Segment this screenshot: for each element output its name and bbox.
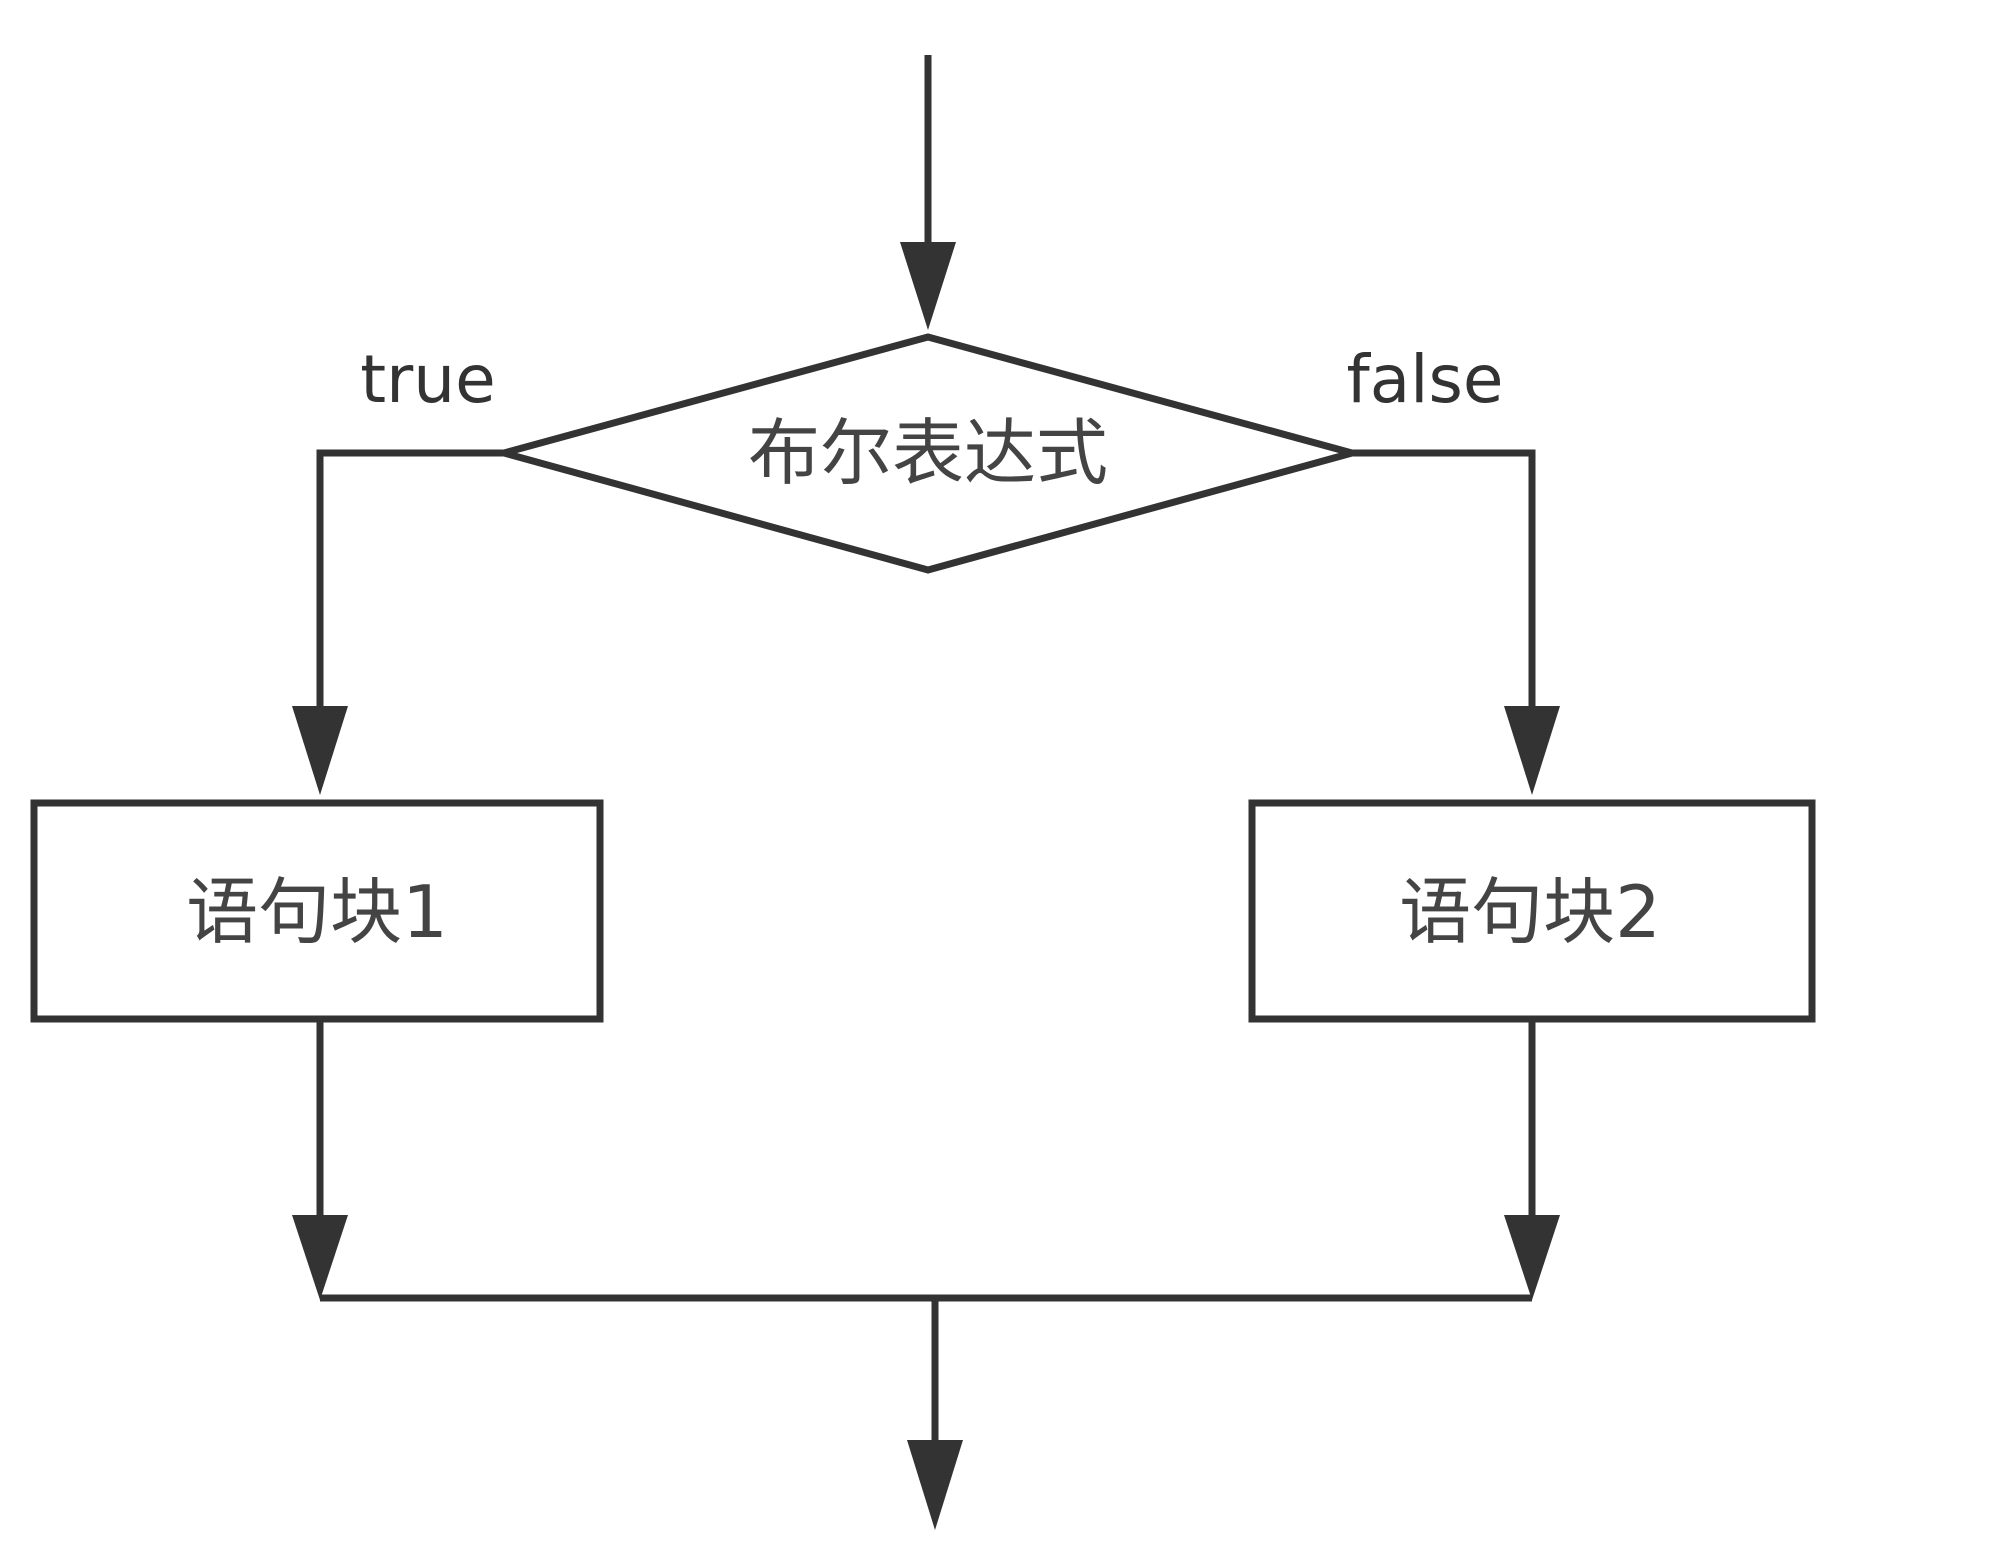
statement-block-1-label: 语句块1 — [186, 870, 448, 954]
entry-arrow — [900, 55, 956, 330]
decision-label: 布尔表达式 — [748, 411, 1108, 495]
exit-arrow — [907, 1298, 963, 1530]
block-2-exit-arrow — [1504, 1019, 1560, 1300]
block-1-exit-arrow — [292, 1019, 348, 1300]
false-branch-label: false — [1346, 341, 1503, 418]
false-branch-arrow — [1352, 449, 1560, 795]
true-branch-arrow — [292, 449, 504, 795]
statement-block-2: 语句块2 — [1248, 799, 1816, 1023]
true-branch-label: true — [360, 341, 495, 418]
statement-block-1: 语句块1 — [30, 799, 604, 1023]
statement-block-2-label: 语句块2 — [1399, 870, 1661, 954]
decision-node: 布尔表达式 — [490, 333, 1366, 574]
decision-diamond — [490, 333, 1366, 574]
